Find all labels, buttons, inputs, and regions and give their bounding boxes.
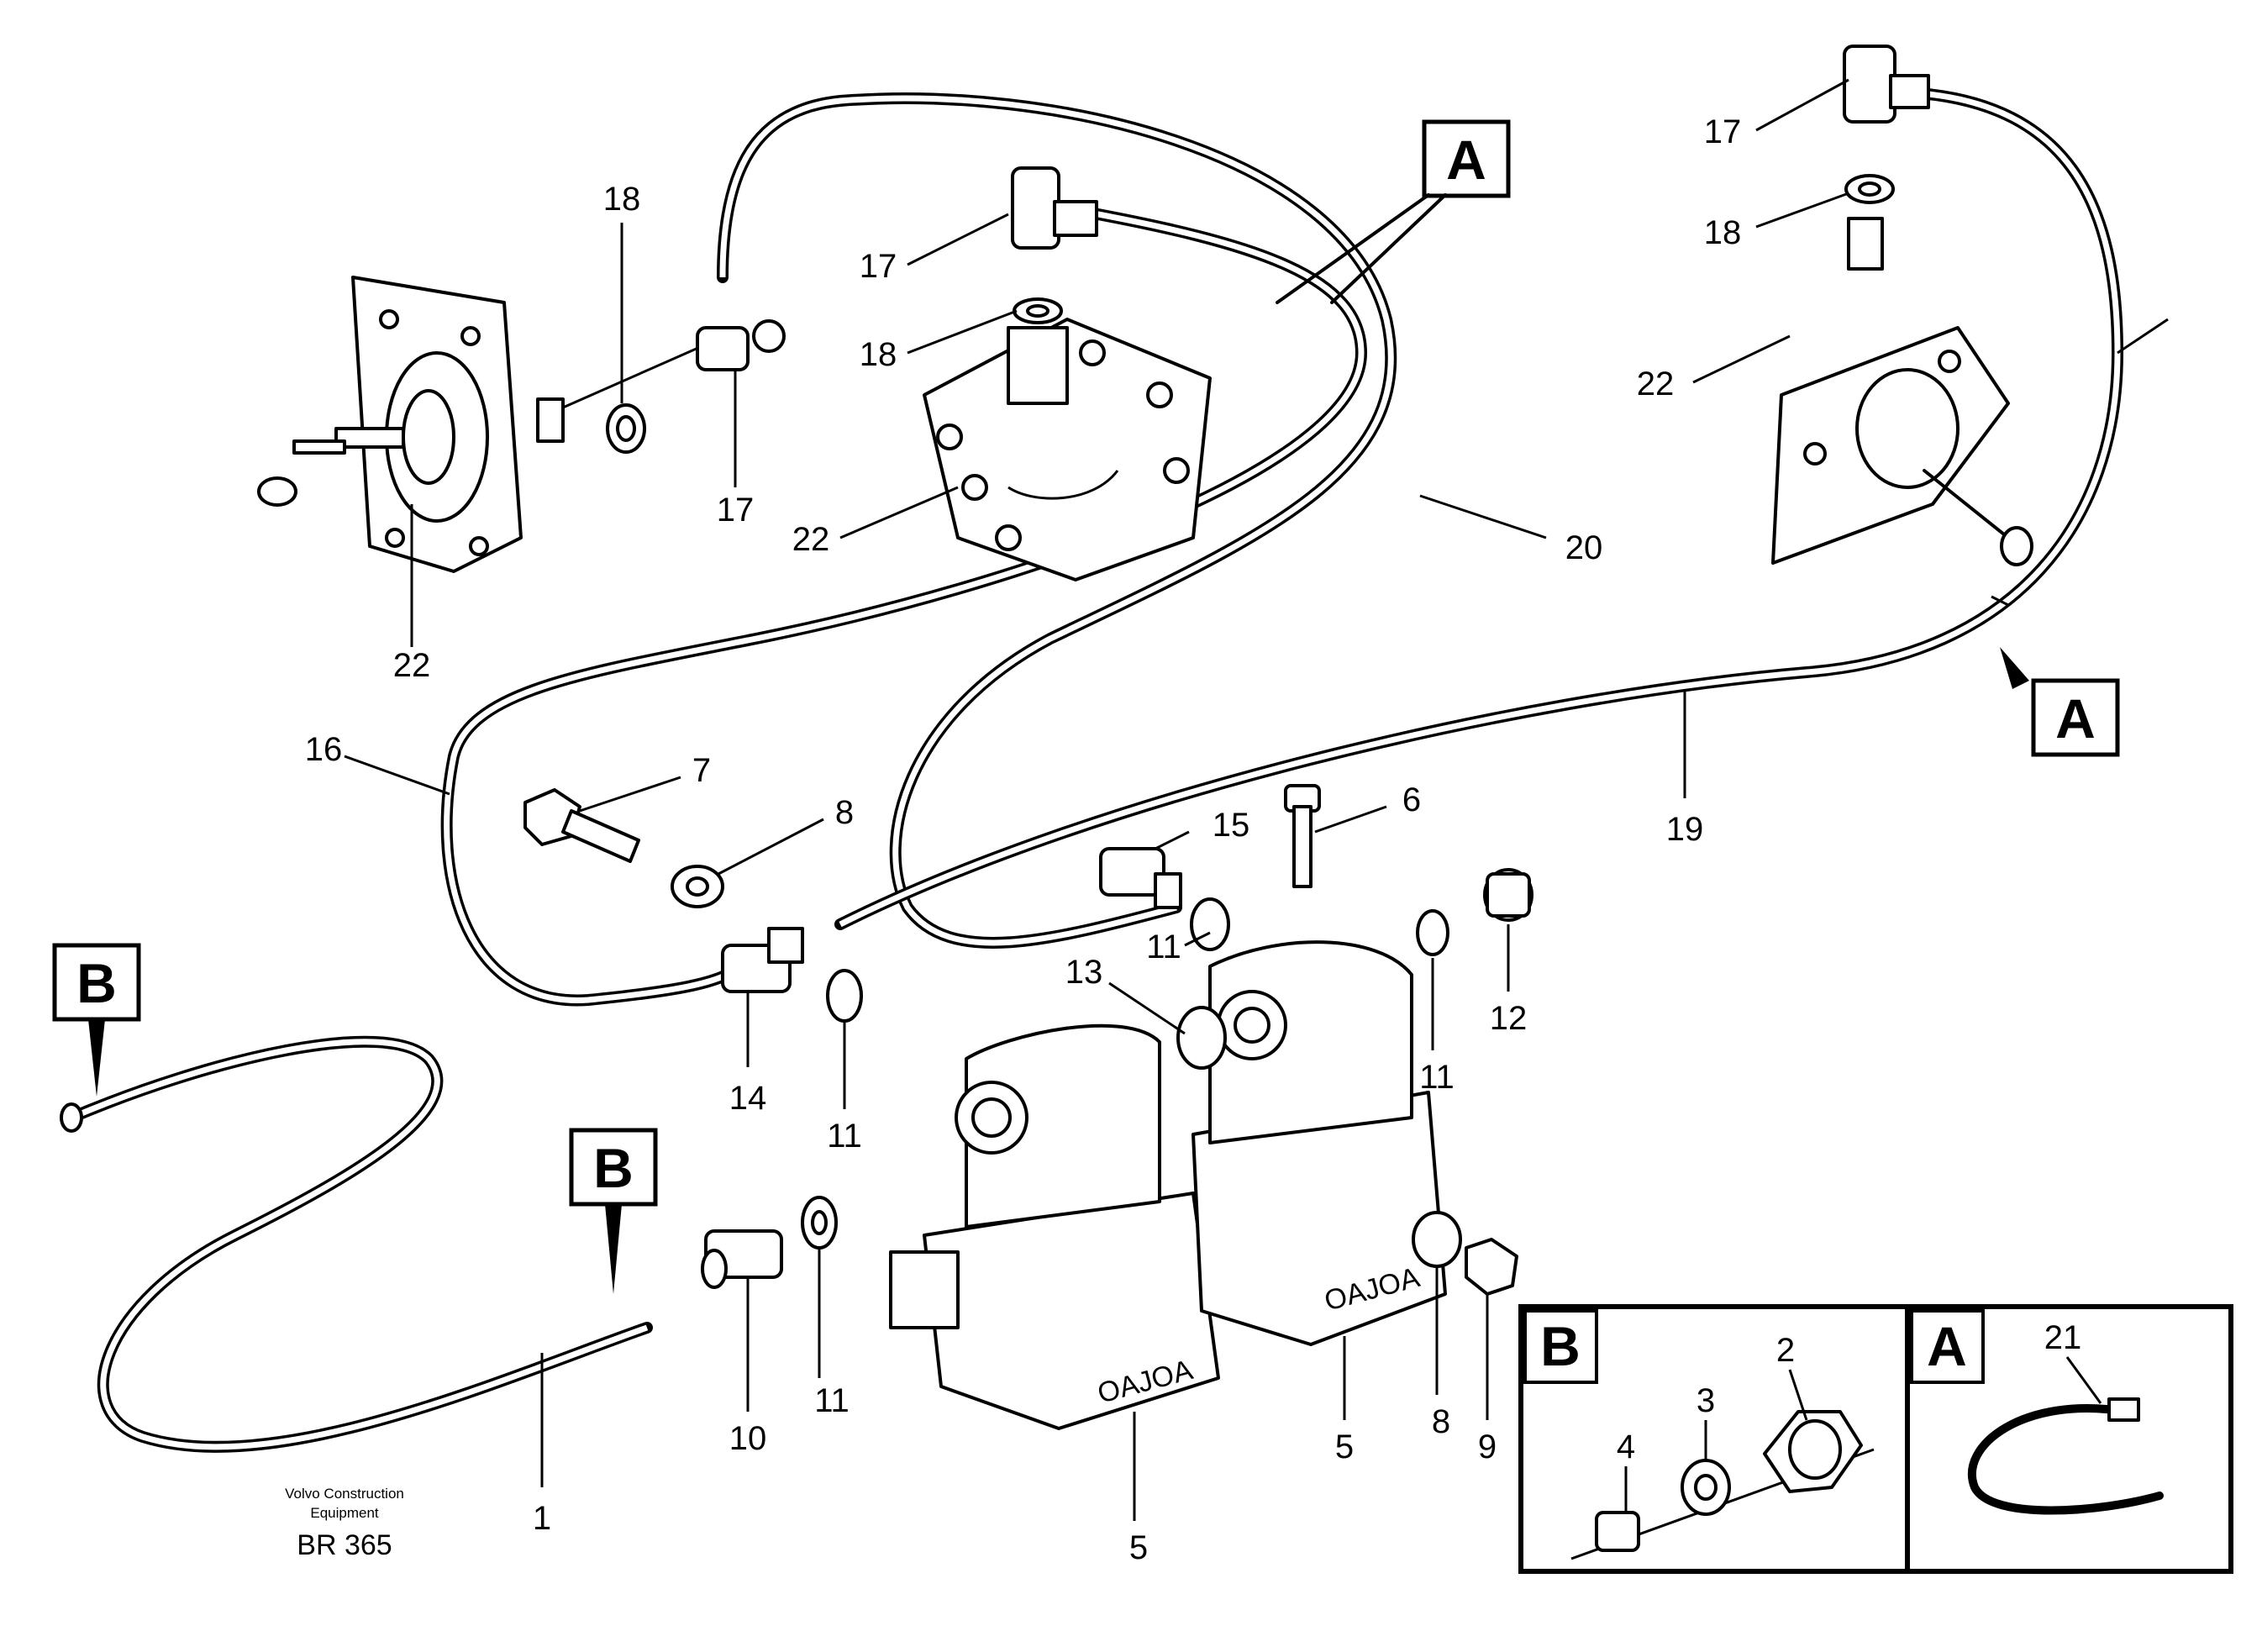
washer-8-lower bbox=[1412, 1211, 1462, 1268]
svg-text:A: A bbox=[2055, 687, 2096, 750]
callout-13: 13 bbox=[1065, 954, 1103, 991]
callout-17-left: 17 bbox=[717, 492, 755, 529]
callout-2: 2 bbox=[1776, 1332, 1795, 1369]
callout-1: 1 bbox=[533, 1500, 551, 1537]
view-label-a-right: A bbox=[2000, 647, 2120, 757]
callout-20: 20 bbox=[1565, 529, 1603, 566]
callout-19: 19 bbox=[1666, 811, 1704, 848]
callout-11-right: 11 bbox=[1419, 1059, 1455, 1096]
view-label-b-left: B bbox=[52, 943, 141, 1097]
svg-text:B: B bbox=[593, 1137, 634, 1199]
callout-12: 12 bbox=[1490, 1000, 1528, 1037]
connector-10 bbox=[701, 1229, 783, 1289]
tee-fitting-14 bbox=[721, 927, 804, 993]
callout-6: 6 bbox=[1402, 781, 1421, 818]
callout-5-rear: 5 bbox=[1335, 1428, 1354, 1465]
diaphragm-left bbox=[257, 276, 565, 573]
banjo-fitting-17-left bbox=[696, 319, 786, 371]
callout-8-upper: 8 bbox=[835, 794, 854, 831]
washer-11-right bbox=[1416, 909, 1449, 956]
washer-11-middle bbox=[826, 969, 863, 1023]
hose-19 bbox=[834, 87, 2123, 930]
callout-16: 16 bbox=[305, 731, 343, 768]
washer-18-left bbox=[562, 343, 707, 454]
callout-3: 3 bbox=[1696, 1382, 1715, 1419]
callout-11-lower: 11 bbox=[814, 1382, 850, 1419]
detail-inset: B A bbox=[1518, 1304, 2233, 1574]
callout-4: 4 bbox=[1617, 1428, 1635, 1465]
washer-11-upper bbox=[1190, 897, 1230, 951]
callout-18-center: 18 bbox=[860, 336, 897, 373]
sleeve-3 bbox=[1681, 1459, 1731, 1516]
callout-22-center: 22 bbox=[792, 521, 830, 558]
washer-18-center bbox=[1013, 297, 1063, 324]
view-label-b-center: B bbox=[569, 1128, 658, 1294]
inset-label-b: B bbox=[1540, 1315, 1581, 1377]
bolt-7 bbox=[523, 788, 640, 863]
solenoid-valve-front: OAJOA bbox=[889, 1023, 1220, 1430]
callout-9: 9 bbox=[1478, 1428, 1497, 1465]
washer-18-right bbox=[1844, 174, 1895, 204]
view-label-a-top: A bbox=[1276, 119, 1511, 304]
callout-21: 21 bbox=[2044, 1319, 2082, 1356]
callout-7: 7 bbox=[692, 752, 711, 789]
nut-2 bbox=[1763, 1410, 1863, 1493]
banjo-fitting-17-center bbox=[1011, 166, 1098, 250]
callout-8-lower: 8 bbox=[1432, 1403, 1450, 1440]
figure-code: BR 365 bbox=[297, 1529, 392, 1561]
inset-label-a: A bbox=[1927, 1315, 1967, 1377]
callout-14: 14 bbox=[729, 1080, 767, 1117]
callout-18-right: 18 bbox=[1704, 214, 1742, 251]
callout-11-middle: 11 bbox=[827, 1118, 862, 1155]
callout-10: 10 bbox=[729, 1420, 767, 1457]
hose-16 bbox=[440, 204, 1367, 1007]
tee-fitting-15 bbox=[1099, 847, 1182, 909]
callout-5-front: 5 bbox=[1129, 1529, 1148, 1566]
callout-18-left: 18 bbox=[603, 181, 641, 218]
callout-22-right: 22 bbox=[1637, 366, 1675, 402]
callout-numbers: 18 22 17 17 18 22 20 17 18 22 19 16 7 8 … bbox=[305, 113, 2082, 1566]
hose-20 bbox=[717, 92, 1397, 949]
svg-text:A: A bbox=[1446, 129, 1486, 191]
seal-13 bbox=[1176, 1006, 1227, 1070]
hose-1 bbox=[60, 1035, 653, 1453]
credit-line-1: Volvo Construction bbox=[285, 1486, 404, 1502]
banjo-bolt-6 bbox=[1284, 784, 1321, 888]
washer-8 bbox=[671, 865, 724, 908]
leader-lines bbox=[344, 78, 2169, 1521]
plug-12 bbox=[1483, 868, 1533, 922]
svg-text:B: B bbox=[76, 952, 117, 1014]
credit-line-2: Equipment bbox=[310, 1505, 379, 1521]
callout-11-upper: 11 bbox=[1146, 929, 1181, 965]
diaphragm-right bbox=[1771, 217, 2033, 566]
callout-17-right: 17 bbox=[1704, 113, 1742, 150]
nut-9 bbox=[1465, 1238, 1518, 1296]
cable-tie-21 bbox=[1968, 1397, 2164, 1515]
solenoid-valve-rear: OAJOA bbox=[1191, 940, 1447, 1346]
callout-17-center: 17 bbox=[860, 248, 897, 285]
diaphragm-center bbox=[923, 318, 1212, 581]
banjo-fitting-17-right bbox=[1843, 45, 1930, 124]
washer-11-lower bbox=[801, 1196, 838, 1250]
insert-4 bbox=[1595, 1511, 1640, 1552]
callout-22-left: 22 bbox=[393, 647, 431, 684]
callout-15: 15 bbox=[1213, 807, 1250, 844]
credit-block: Volvo Construction Equipment BR 365 bbox=[285, 1486, 404, 1561]
